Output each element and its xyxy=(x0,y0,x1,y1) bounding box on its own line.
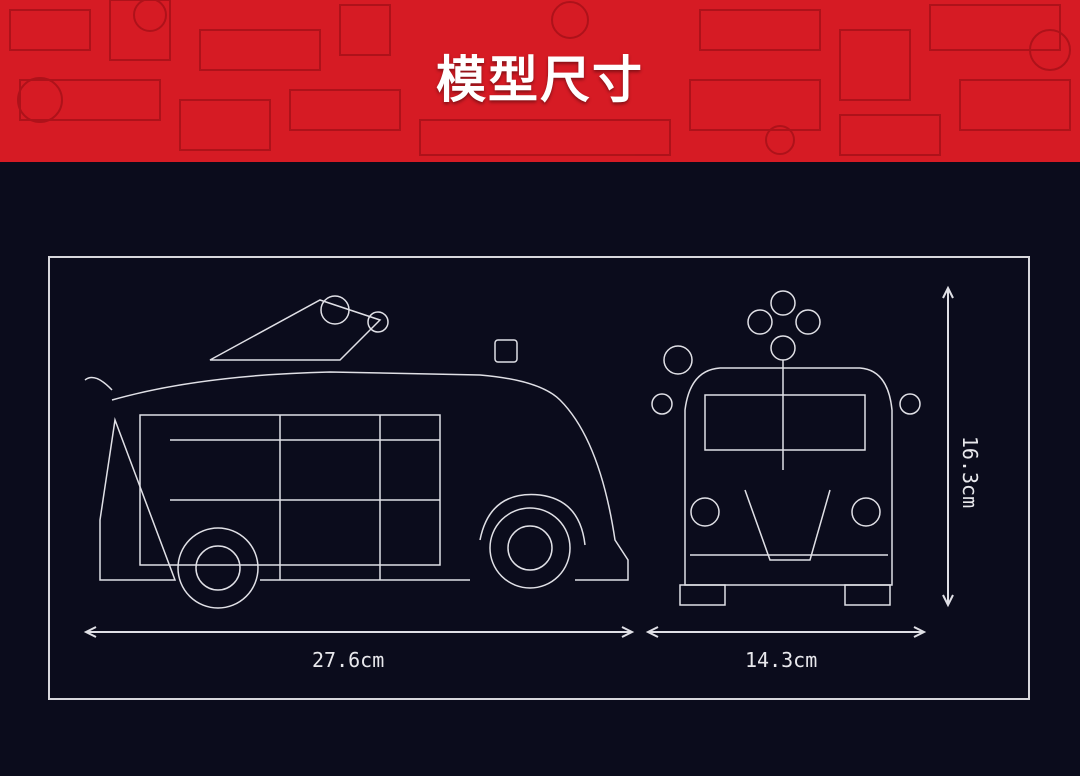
front-view-vehicle xyxy=(651,290,921,606)
dimension-frame xyxy=(48,256,1030,700)
brick-pattern xyxy=(9,0,1071,156)
width-label: 14.3cm xyxy=(745,648,818,672)
header-banner: 模型尺寸 xyxy=(0,0,1080,162)
height-label: 16.3cm xyxy=(958,435,982,509)
length-label: 27.6cm xyxy=(312,648,385,672)
page-title: 模型尺寸 xyxy=(436,51,644,109)
side-view-vehicle xyxy=(84,295,629,609)
dimension-arrows xyxy=(83,285,954,638)
